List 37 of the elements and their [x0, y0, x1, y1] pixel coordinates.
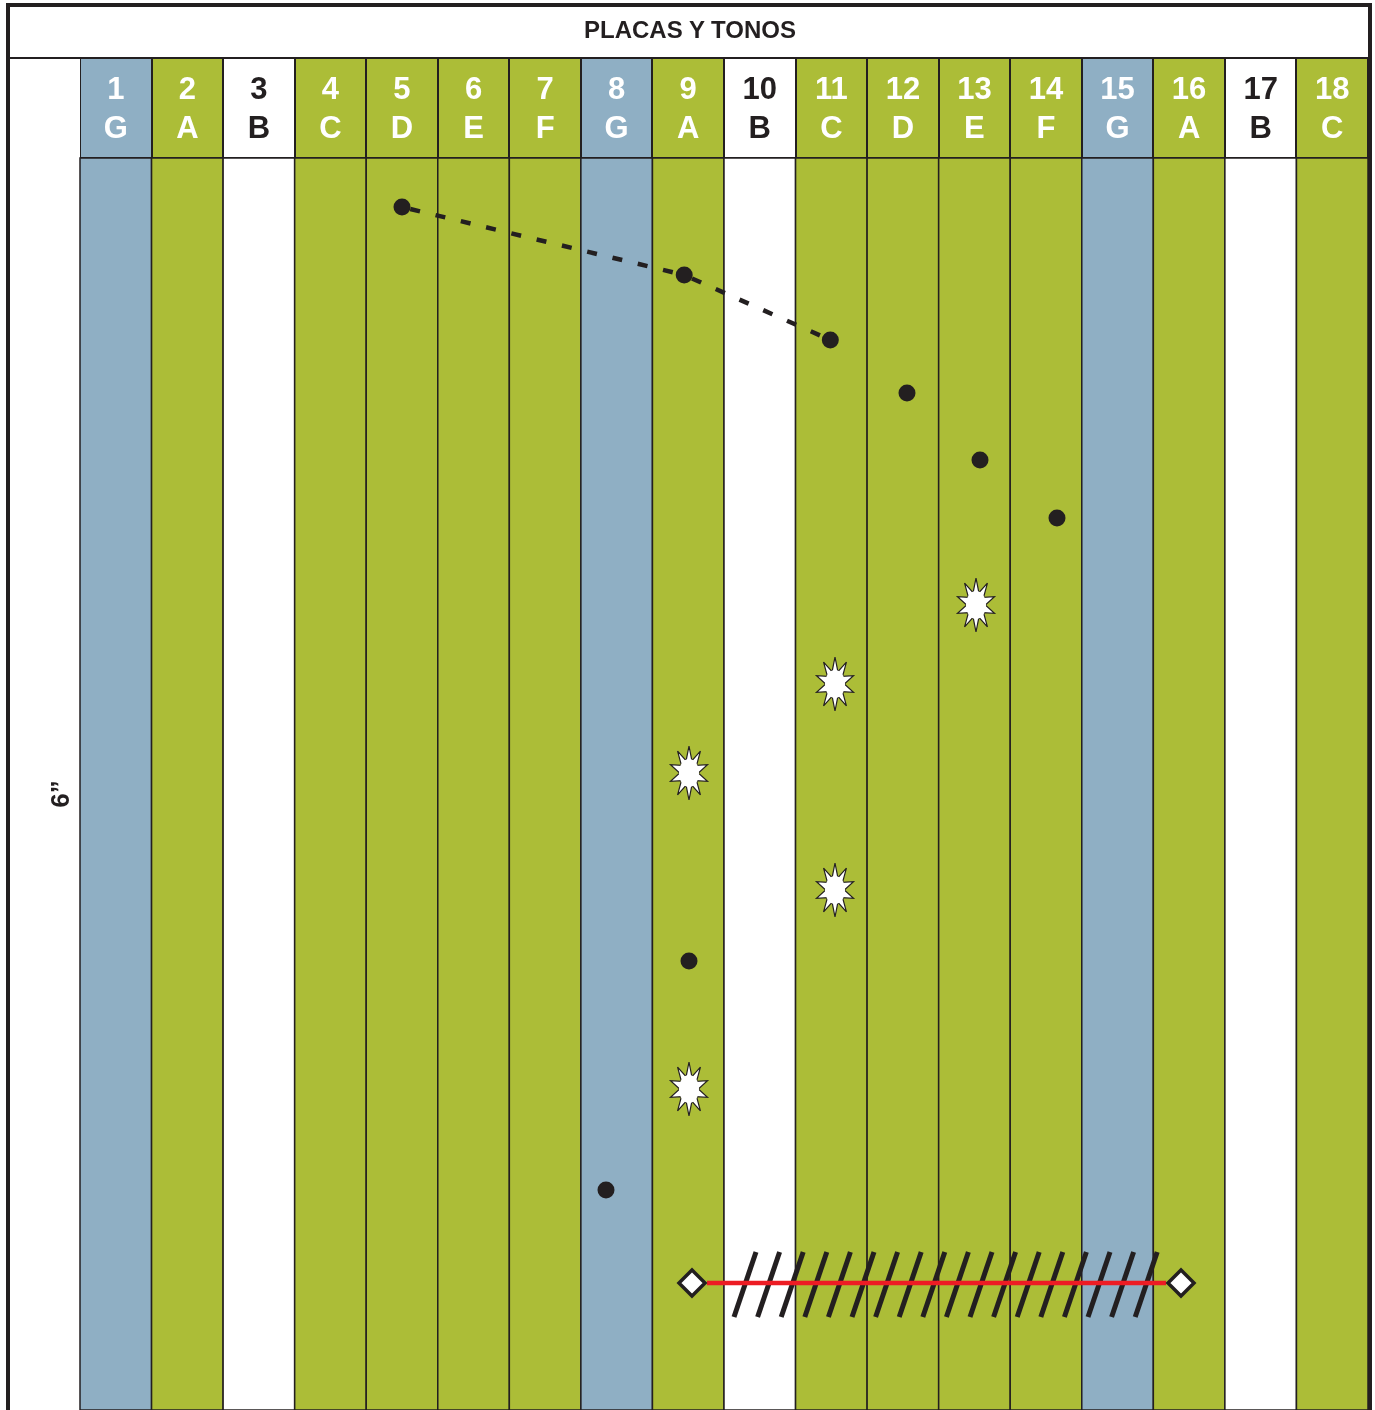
- column-header: 10 B: [724, 58, 796, 158]
- star-icon: [668, 1061, 710, 1117]
- dot-mark: [597, 1181, 615, 1199]
- dot-mark: [971, 451, 989, 469]
- column-header: 5 D: [366, 58, 438, 158]
- connector-line: [707, 1280, 1166, 1286]
- column-header: 6 E: [437, 58, 510, 158]
- column-header: 2 A: [151, 58, 224, 158]
- dot-mark: [898, 384, 916, 402]
- column-header: 15 G: [1081, 58, 1154, 158]
- column-header: 12 D: [867, 58, 939, 158]
- star-icon: [955, 577, 997, 633]
- star-icon: [814, 656, 856, 712]
- column-header: 7 F: [509, 58, 581, 158]
- column-header: 13 E: [938, 58, 1011, 158]
- diamond-marker: [676, 1267, 708, 1299]
- star-icon: [814, 862, 856, 918]
- column-header: 11 C: [795, 58, 868, 158]
- star-icon: [668, 745, 710, 801]
- column-header: 3 B: [223, 58, 295, 158]
- chart-title: PLACAS Y TONOS: [582, 16, 798, 44]
- dimension-label: 6”: [46, 779, 74, 810]
- column-header: 17 B: [1224, 58, 1297, 158]
- column-header: 4 C: [294, 58, 367, 158]
- dot-mark: [821, 331, 839, 349]
- column-header: 8 G: [580, 58, 653, 158]
- column-header: 18 C: [1296, 58, 1368, 158]
- column-header: 9 A: [652, 58, 724, 158]
- column-header: 16 A: [1153, 58, 1225, 158]
- dot-mark: [675, 266, 693, 284]
- column-header: 14 F: [1010, 58, 1082, 158]
- dot-mark: [393, 198, 411, 216]
- diamond-marker: [1165, 1267, 1197, 1299]
- column-header: 1 G: [80, 58, 152, 158]
- dot-mark: [680, 952, 698, 970]
- dashed-line: [691, 276, 824, 339]
- dot-mark: [1048, 509, 1066, 527]
